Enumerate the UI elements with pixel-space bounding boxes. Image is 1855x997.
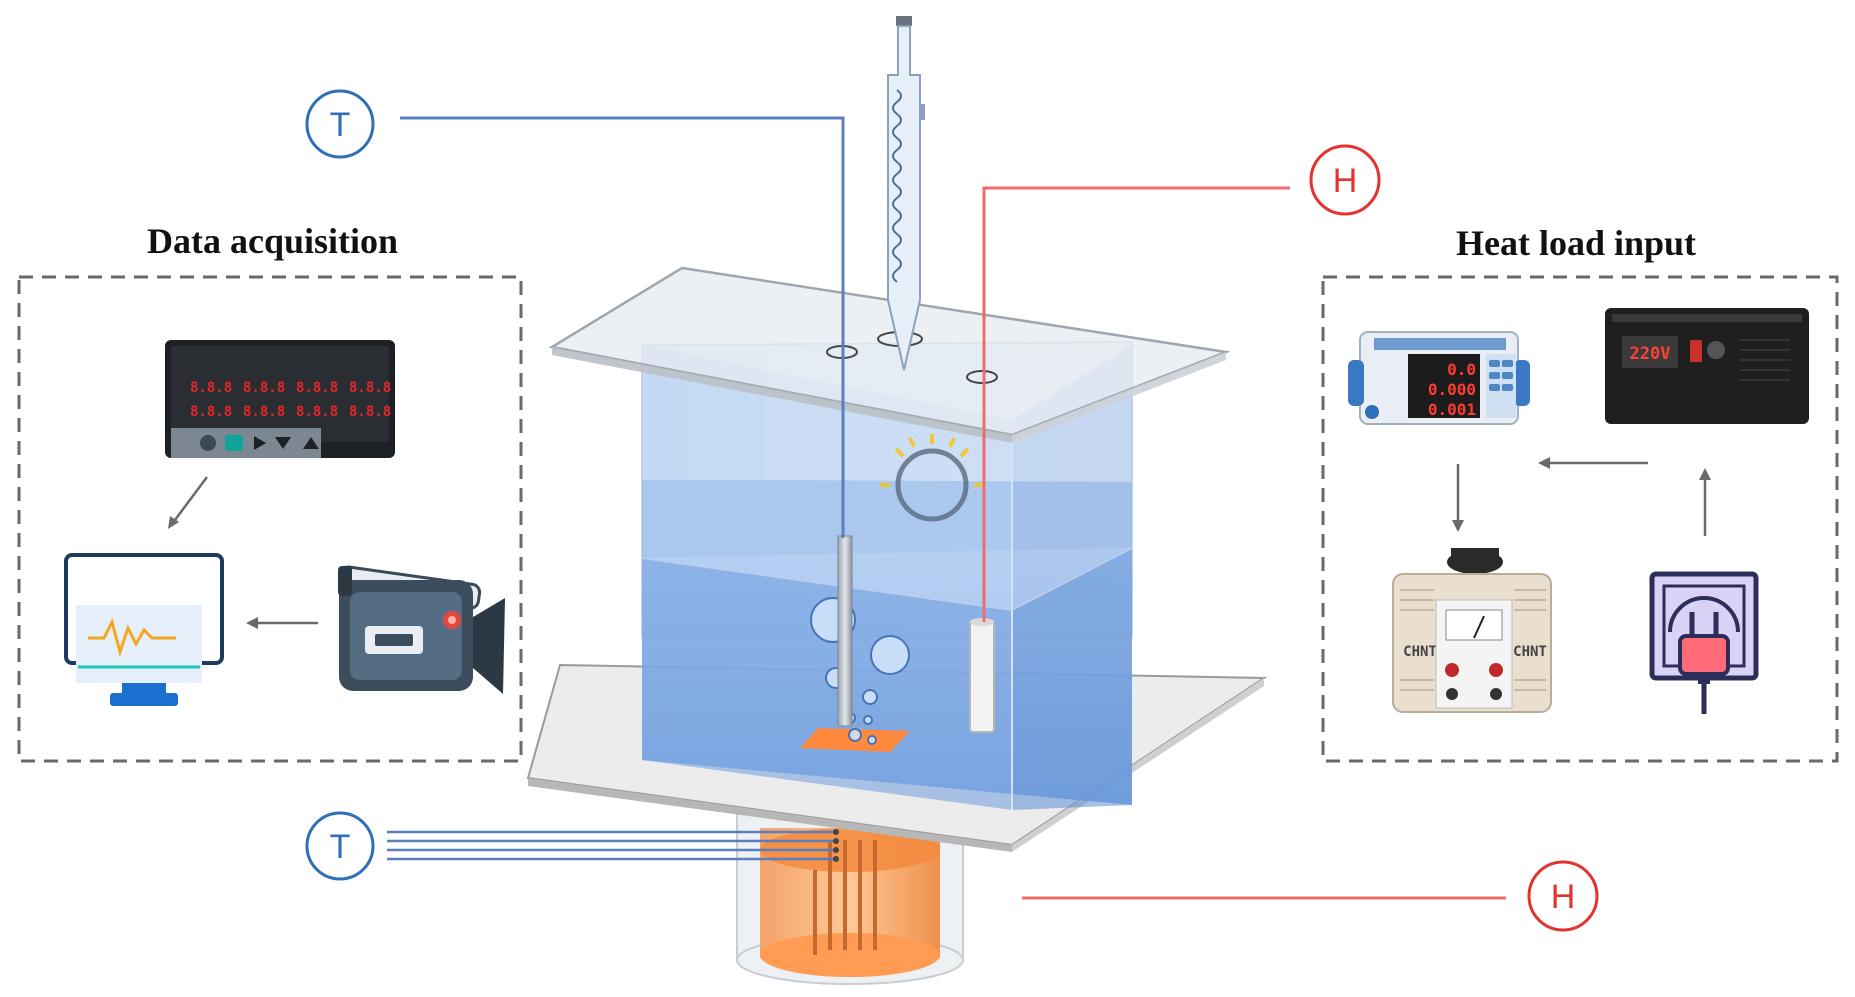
heater-label-top: H [1309, 144, 1381, 216]
variac-brand-left: CHNT [1403, 644, 1437, 660]
svg-text:8.8.8: 8.8.8 [243, 404, 285, 420]
heater-label-top-text: H [1333, 162, 1358, 200]
monitor-icon [64, 553, 224, 706]
heat-load-input-box [1321, 275, 1839, 763]
power-meter-reading-1: 0.0 [1447, 360, 1476, 379]
power-meter-reading-2: 0.000 [1428, 380, 1476, 399]
data-acquisition-box [17, 275, 523, 763]
copper-heating-block [736, 809, 964, 985]
thermocouple-label-bottom-text: T [330, 828, 351, 866]
voltage-regulator-icon: 220V [1605, 308, 1809, 424]
thermocouple-label-top-text: T [330, 106, 351, 144]
condenser-tube [887, 16, 925, 371]
svg-text:8.8.8: 8.8.8 [190, 380, 232, 396]
thermocouple-label-top: T [305, 89, 375, 159]
heater-label-bottom: H [1527, 860, 1599, 932]
thermocouple-probe [837, 535, 853, 727]
svg-text:8.8.8: 8.8.8 [296, 404, 338, 420]
power-socket-icon [1649, 571, 1759, 714]
power-meter-reading-3: 0.001 [1428, 400, 1476, 419]
data-acquisition-title: Data acquisition [147, 221, 399, 261]
power-meter-icon: 0.0 0.000 0.001 [1348, 331, 1530, 425]
video-camera-icon [338, 565, 505, 694]
svg-text:8.8.8: 8.8.8 [243, 380, 285, 396]
svg-text:8.8.8: 8.8.8 [349, 380, 391, 396]
heat-load-input-title: Heat load input [1456, 223, 1697, 263]
thermocouple-label-bottom: T [305, 811, 375, 881]
variac-autotransformer-icon: CHNT CHNT [1392, 548, 1552, 713]
heater-label-bottom-text: H [1551, 878, 1576, 916]
voltage-regulator-reading: 220V [1630, 344, 1671, 364]
svg-text:8.8.8: 8.8.8 [190, 404, 232, 420]
thermocouple-line-top [400, 116, 845, 538]
heater-line-top [982, 186, 1290, 622]
variac-brand-right: CHNT [1513, 644, 1547, 660]
svg-text:8.8.8: 8.8.8 [296, 380, 338, 396]
arrow-recorder-to-monitor [170, 476, 209, 525]
temperature-recorder-icon: 8.8.8 8.8.8 8.8.8 8.8.8 8.8.8 8.8.8 8.8.8 8.8.… [165, 340, 395, 458]
thermocouple-lines-bottom [387, 830, 836, 861]
svg-text:8.8.8: 8.8.8 [349, 404, 391, 420]
cartridge-heater [969, 618, 995, 733]
light-source-icon [880, 434, 984, 522]
